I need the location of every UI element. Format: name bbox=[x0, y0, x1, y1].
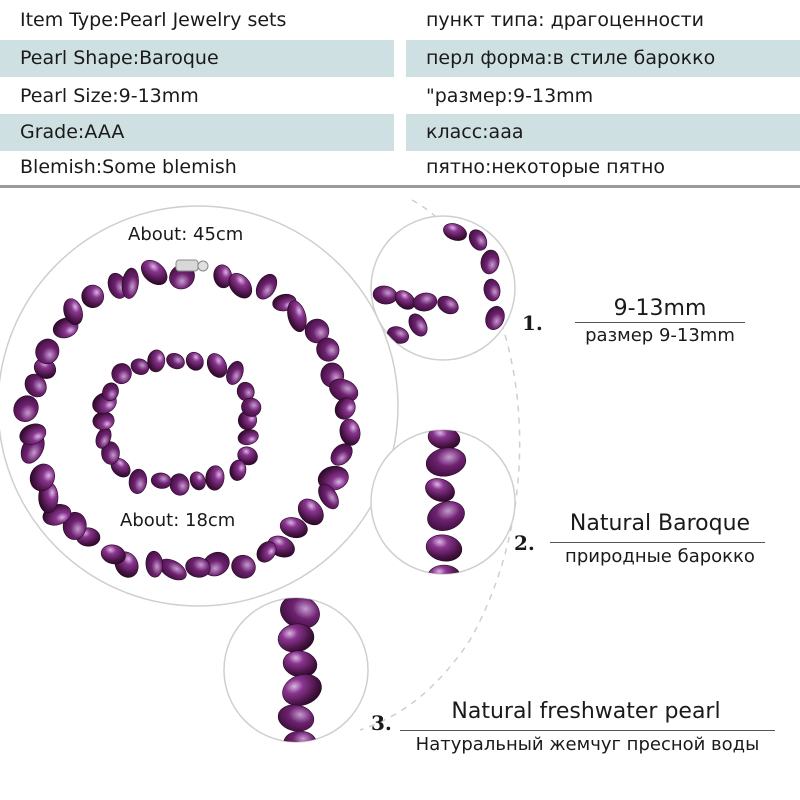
pearl bbox=[483, 278, 501, 302]
pearl bbox=[480, 249, 500, 275]
pearl bbox=[334, 397, 356, 420]
spec-row: Blemish:Some blemish пятно:некоторые пят… bbox=[0, 149, 800, 186]
pearl bbox=[185, 351, 204, 371]
spec-table: Item Type:Pearl Jewelry sets пункт типа:… bbox=[0, 0, 800, 188]
spec-row: Pearl Size:9-13mm "размер:9-13mm bbox=[0, 78, 800, 115]
pearl bbox=[330, 443, 353, 466]
pearl bbox=[111, 363, 132, 385]
spec-en: Pearl Size:9-13mm bbox=[20, 85, 199, 107]
feature-number: 1. bbox=[522, 311, 543, 335]
pearl bbox=[130, 358, 150, 375]
necklace-length-label: About: 45cm bbox=[128, 224, 244, 245]
pearl bbox=[35, 338, 60, 365]
pearl bbox=[63, 298, 83, 326]
spec-row: Grade:AAA класс:ааа bbox=[0, 114, 800, 151]
table-divider bbox=[0, 185, 800, 188]
pearl bbox=[287, 300, 307, 333]
pearl bbox=[147, 349, 166, 373]
pearl bbox=[329, 378, 359, 403]
feature-divider bbox=[575, 322, 745, 323]
pearl bbox=[128, 468, 148, 494]
spec-row: Pearl Shape:Baroque перл форма:в стиле б… bbox=[0, 40, 800, 77]
pearl bbox=[318, 483, 339, 510]
feature-subtitle: Натуральный жемчуг пресной воды bbox=[415, 734, 760, 755]
pearl bbox=[141, 259, 168, 286]
clasp bbox=[175, 259, 209, 272]
spec-ru: перл форма:в стиле барокко bbox=[406, 40, 800, 77]
pearl bbox=[443, 223, 467, 241]
pearl bbox=[145, 550, 164, 578]
pearl bbox=[189, 471, 206, 491]
pearl bbox=[437, 295, 459, 315]
pearl bbox=[394, 290, 416, 310]
pearl bbox=[121, 267, 139, 299]
pearl bbox=[13, 395, 39, 423]
bracelet bbox=[92, 349, 262, 496]
spec-en: Item Type:Pearl Jewelry sets bbox=[20, 9, 287, 31]
feature-title: Natural freshwater pearl bbox=[451, 699, 721, 724]
pearl bbox=[277, 704, 315, 732]
spec-en: Grade:AAA bbox=[0, 114, 394, 151]
pearl bbox=[339, 418, 361, 446]
pearl bbox=[237, 429, 259, 446]
pearl bbox=[226, 360, 244, 385]
necklace bbox=[13, 259, 361, 581]
pearl bbox=[62, 511, 87, 540]
closeup-2 bbox=[370, 429, 516, 575]
pearl bbox=[283, 730, 317, 742]
pearl bbox=[408, 313, 428, 337]
pearl bbox=[185, 556, 211, 578]
pearl bbox=[29, 463, 55, 492]
bracelet-length-label: About: 18cm bbox=[120, 510, 236, 531]
spec-row: Item Type:Pearl Jewelry sets пункт типа:… bbox=[0, 2, 800, 39]
pearl bbox=[256, 541, 277, 563]
pearl bbox=[19, 423, 47, 445]
pearl bbox=[150, 472, 172, 489]
pearl bbox=[485, 306, 505, 330]
feature-number: 2. bbox=[514, 531, 535, 555]
feature-divider bbox=[400, 730, 775, 731]
pearl bbox=[101, 441, 120, 465]
closeup-1 bbox=[370, 215, 516, 361]
pearl bbox=[468, 229, 488, 251]
feature-number: 3. bbox=[371, 711, 392, 735]
feature-subtitle: размер 9-13mm bbox=[585, 325, 735, 346]
pearl bbox=[316, 337, 340, 362]
pearl bbox=[24, 373, 47, 398]
feature-title: 9-13mm bbox=[613, 296, 707, 321]
pearl bbox=[427, 564, 461, 574]
pearl bbox=[228, 273, 253, 299]
pearl bbox=[100, 544, 126, 565]
pearl bbox=[425, 447, 467, 477]
closeup-3 bbox=[223, 597, 369, 743]
pearl bbox=[255, 273, 278, 300]
feature-divider bbox=[550, 542, 765, 543]
pearl bbox=[81, 284, 105, 308]
spec-ru: класс:ааа bbox=[406, 114, 800, 151]
pearl bbox=[425, 478, 455, 502]
necklace-frame bbox=[0, 205, 399, 607]
pearl bbox=[427, 501, 465, 531]
spec-en: Pearl Shape:Baroque bbox=[0, 40, 394, 77]
pearl bbox=[425, 534, 463, 562]
pearl bbox=[412, 292, 438, 312]
feature-title: Natural Baroque bbox=[569, 511, 751, 536]
feature-subtitle: природные барокко bbox=[565, 546, 755, 567]
pearl bbox=[169, 473, 190, 496]
pearl bbox=[231, 554, 256, 579]
spec-ru: пятно:некоторые пятно bbox=[426, 156, 666, 178]
pearl bbox=[297, 498, 324, 526]
pearl bbox=[205, 465, 225, 491]
spec-en: Blemish:Some blemish bbox=[20, 156, 237, 178]
product-illustration bbox=[0, 199, 521, 743]
pearl bbox=[282, 674, 322, 706]
spec-ru: "размер:9-13mm bbox=[426, 85, 594, 107]
pearl bbox=[241, 397, 262, 417]
spec-ru: пункт типа: драгоценности bbox=[426, 9, 704, 31]
pearl bbox=[229, 459, 247, 481]
pearl bbox=[166, 352, 185, 370]
pearl bbox=[206, 353, 228, 378]
pearl bbox=[102, 382, 119, 402]
pearl bbox=[279, 517, 308, 539]
